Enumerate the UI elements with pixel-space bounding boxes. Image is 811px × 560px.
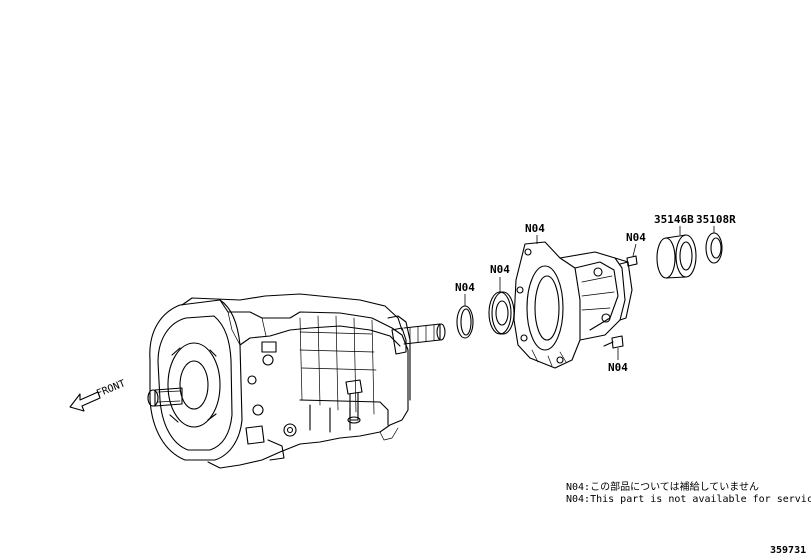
note-japanese: N04:この部品については補給していません (566, 480, 759, 493)
callout-snap-ring[interactable]: N04 (455, 281, 475, 294)
callout-bolt-lower[interactable]: N04 (608, 361, 628, 374)
bearing[interactable] (488, 291, 515, 335)
transmission-assembly[interactable] (147, 293, 446, 469)
front-direction-indicator: FRONT (69, 378, 127, 412)
callout-bearing[interactable]: N04 (490, 263, 510, 276)
snap-ring[interactable] (456, 305, 474, 339)
oil-seal-small[interactable] (705, 232, 723, 264)
callout-oil-seal-large[interactable]: 35146B (654, 213, 694, 226)
bolt-upper-leader (632, 243, 637, 257)
callout-housing[interactable]: N04 (525, 222, 545, 235)
callout-bolt-upper[interactable]: N04 (626, 231, 646, 244)
extension-housing[interactable] (513, 241, 633, 369)
bolt-lower[interactable] (603, 335, 624, 349)
front-label: FRONT (95, 378, 127, 399)
note-english: N04:This part is not available for servi… (566, 494, 811, 505)
bolt-upper[interactable] (619, 255, 638, 267)
oil-seal-large[interactable] (656, 234, 697, 279)
figure-id: 359731 (770, 545, 806, 556)
callout-oil-seal-small[interactable]: 35108R (696, 213, 736, 226)
